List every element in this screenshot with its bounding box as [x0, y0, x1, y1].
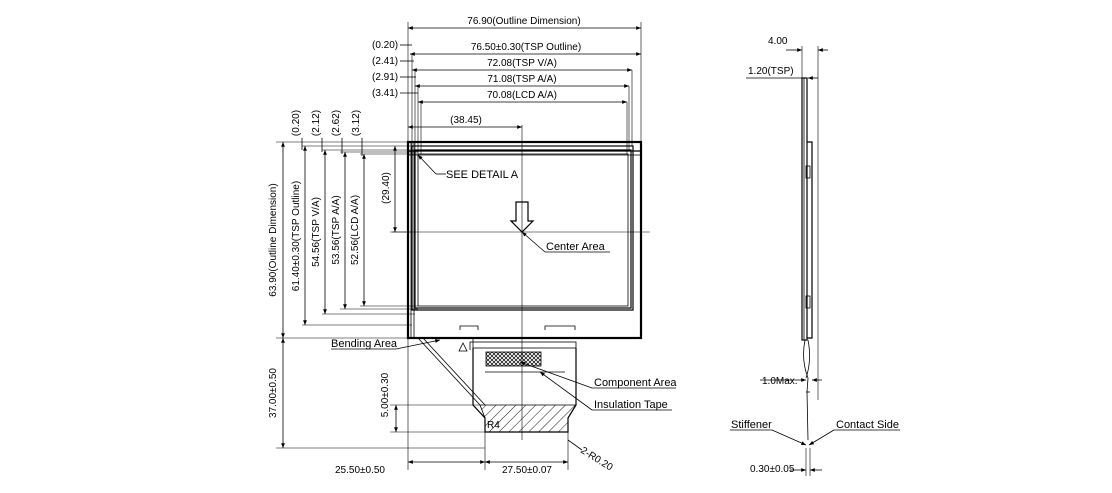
- offset-left-1: (0.20): [291, 110, 302, 136]
- component-block: [485, 351, 542, 367]
- dim-outline-width: 76.90(Outline Dimension): [467, 16, 580, 27]
- offset-top-2: (2.41): [372, 56, 398, 67]
- tsp-aa-rect: [414, 149, 632, 309]
- dim-center-x: (38.45): [450, 115, 482, 126]
- dim-tsp-aa-width: 71.08(TSP A/A): [487, 74, 556, 85]
- center-arrow: [509, 201, 535, 233]
- side-tsp: 1.20(TSP): [748, 66, 794, 77]
- offset-top-4: (3.41): [372, 88, 398, 99]
- side-width: 4.00: [768, 36, 788, 47]
- tsp-va-rect: [411, 145, 634, 311]
- callouts: SEE DETAIL A Center Area Bending Area Co…: [331, 154, 677, 411]
- lcd-aa-rect: [417, 153, 629, 307]
- callout-component-area: Component Area: [594, 377, 677, 389]
- dim-tsp-outline-width: 76.50±0.30(TSP Outline): [471, 42, 581, 53]
- left-dimension-group: 63.90(Outline Dimension) 61.40±0.30(TSP …: [268, 110, 470, 339]
- side-contact: Contact Side: [836, 419, 899, 431]
- side-thickness: 0.30±0.05: [750, 464, 795, 475]
- dim-tsp-outline-height: 61.40±0.30(TSP Outline): [291, 181, 302, 291]
- dim-lcd-aa-width: 70.08(LCD A/A): [487, 90, 557, 101]
- center-lines: [392, 125, 650, 440]
- side-max: 1.0Max.: [762, 376, 798, 387]
- fpc-tag: R4: [487, 420, 500, 431]
- callout-detail: SEE DETAIL A: [446, 169, 519, 181]
- fpc-tail: [417, 337, 577, 433]
- callout-center-area: Center Area: [546, 241, 606, 253]
- dim-fpc-length: 37.00±0.50: [268, 368, 279, 418]
- callout-bending-area: Bending Area: [331, 338, 398, 350]
- dim-fpc-offset-x: 25.50±0.50: [335, 465, 385, 476]
- offset-left-4: (3.12): [351, 110, 362, 136]
- callout-insulation-tape: Insulation Tape: [594, 399, 668, 411]
- dim-outline-height: 63.90(Outline Dimension): [268, 183, 279, 296]
- dim-lcd-aa-height: 52.56(LCD A/A): [350, 195, 361, 265]
- dim-fpc-width: 27.50±0.07: [502, 465, 552, 476]
- dim-tsp-va-width: 72.08(TSP V/A): [487, 58, 557, 69]
- dim-center-y: (29.40): [381, 172, 392, 204]
- side-view: 4.00 1.20(TSP) 1.0Max. Stiffener Contact…: [730, 36, 900, 476]
- panel-outlines: [406, 140, 643, 340]
- dim-tsp-va-height: 54.56(TSP V/A): [311, 197, 322, 267]
- side-stiffener: Stiffener: [731, 419, 772, 431]
- top-dimension-group: 76.90(Outline Dimension) 76.50±0.30(TSP …: [372, 16, 642, 154]
- offset-left-3: (2.62): [331, 110, 342, 136]
- offset-left-2: (2.12): [311, 110, 322, 136]
- offset-top-3: (2.91): [372, 72, 398, 83]
- offset-top-1: (0.20): [372, 40, 398, 51]
- dim-tsp-aa-height: 53.56(TSP A/A): [331, 195, 342, 264]
- dim-insulation-height: 5.00±0.30: [380, 372, 391, 417]
- outline-rect: [406, 140, 643, 340]
- dim-fpc-radius: 2-R0.20: [578, 445, 614, 473]
